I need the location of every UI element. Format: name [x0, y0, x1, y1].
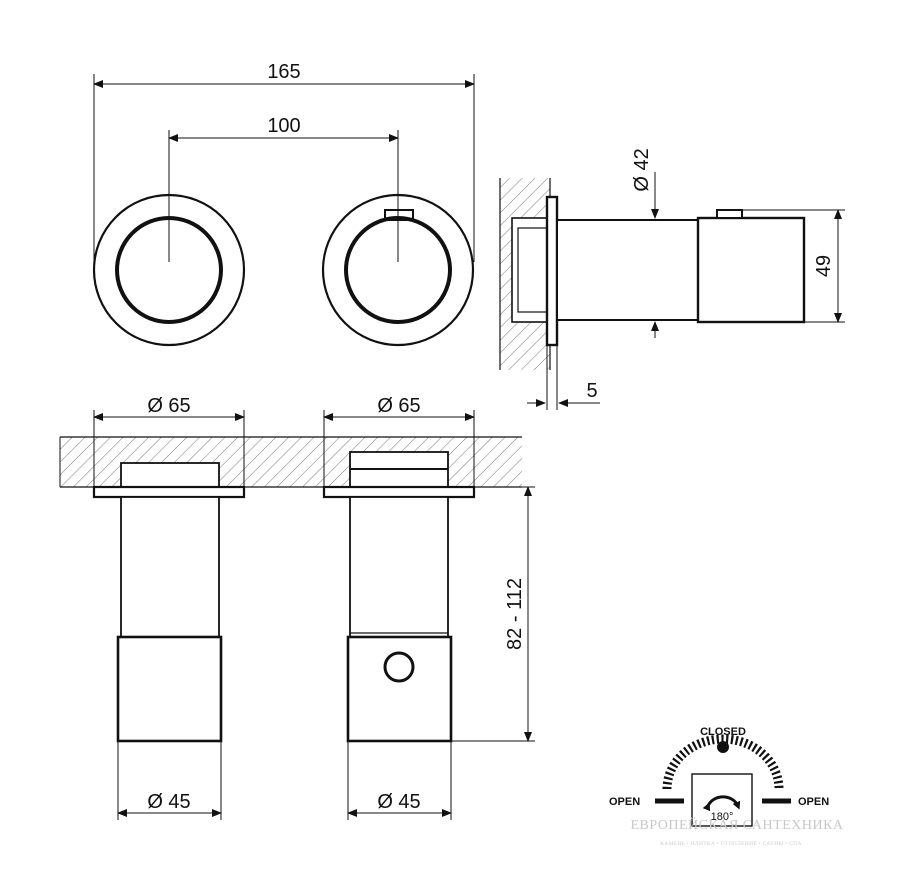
side-view: [499, 172, 845, 410]
knob-height-label: 49: [813, 255, 835, 277]
left-knob-inner-ring: [115, 216, 223, 324]
depth-range-label: 82 - 112: [504, 578, 526, 650]
watermark-subtitle: КАМЕНЬ • ПЛИТКА • ОТОПЛЕНИЕ • САУНЫ • СП…: [660, 841, 801, 847]
side-knob: [696, 216, 806, 324]
right-knob-indicator-tab: [384, 209, 414, 221]
closed-dot-icon: [717, 741, 729, 753]
left-top-knob: [116, 635, 223, 743]
rotation-box: [691, 773, 753, 827]
right-knob-diameter-label: Ø 45: [377, 791, 420, 813]
closed-label: CLOSED: [700, 726, 746, 738]
rotation-arrow-icon: [702, 795, 741, 812]
rotation-arc-dashed: [662, 734, 784, 790]
stem-diameter-label: Ø 42: [631, 148, 653, 191]
left-knob-diameter-label: Ø 45: [147, 791, 190, 813]
side-knob-tab: [716, 209, 743, 219]
right-top-knob-button: [383, 651, 415, 683]
side-stem: [556, 219, 699, 321]
overall-width-label: 165: [267, 61, 300, 83]
left-top-flange: [92, 485, 246, 499]
watermark-title: ЕВРОПЕЙСКАЯ САНТЕХНИКА: [630, 816, 843, 833]
right-top-stem: [349, 496, 449, 638]
angle-label: 180°: [711, 811, 734, 823]
right-top-flange: [322, 485, 476, 499]
left-knob-outer-ring: [92, 193, 246, 347]
top-view: [59, 410, 535, 820]
left-flange-diameter-label: Ø 65: [147, 395, 190, 417]
flange-thickness-label: 5: [586, 380, 597, 402]
front-view: [92, 74, 475, 347]
side-flange: [545, 195, 559, 347]
open-right-label: OPEN: [798, 796, 829, 808]
center-distance-label: 100: [267, 115, 300, 137]
left-top-stem: [120, 496, 220, 638]
right-flange-diameter-label: Ø 65: [377, 395, 420, 417]
right-knob-inner-ring: [344, 216, 452, 324]
rotation-indicator: [655, 734, 791, 827]
right-knob-outer-ring: [321, 193, 475, 347]
open-left-label: OPEN: [609, 796, 640, 808]
